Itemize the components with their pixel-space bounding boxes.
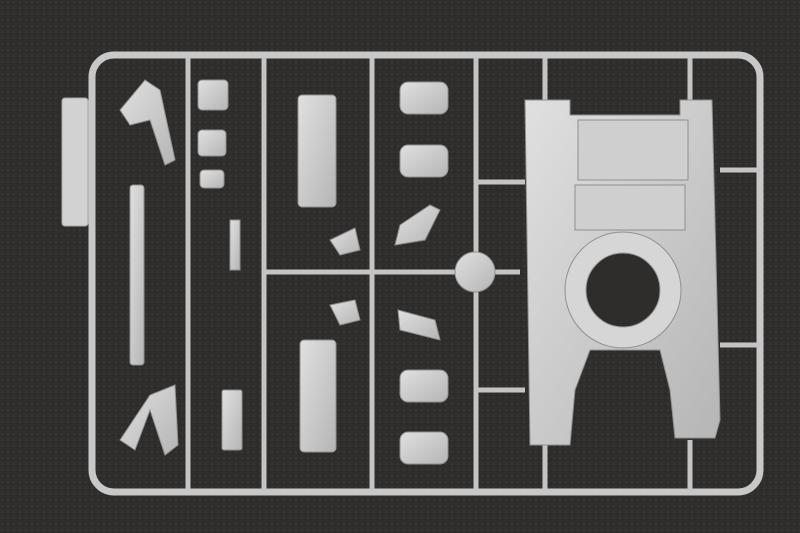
turret-ring-hole <box>585 252 661 328</box>
arm-part-bottom <box>119 384 179 456</box>
sprue-parts <box>119 79 721 465</box>
rod-part <box>129 184 145 366</box>
sprue-frame <box>88 51 764 496</box>
deck-part-top <box>297 94 337 208</box>
deck-part-bottom <box>299 339 337 453</box>
wheel-part <box>454 251 496 293</box>
drum-part <box>399 81 449 115</box>
sprue-runners <box>185 58 760 490</box>
arm-part-top <box>119 79 176 166</box>
sprue-tag <box>61 97 89 227</box>
